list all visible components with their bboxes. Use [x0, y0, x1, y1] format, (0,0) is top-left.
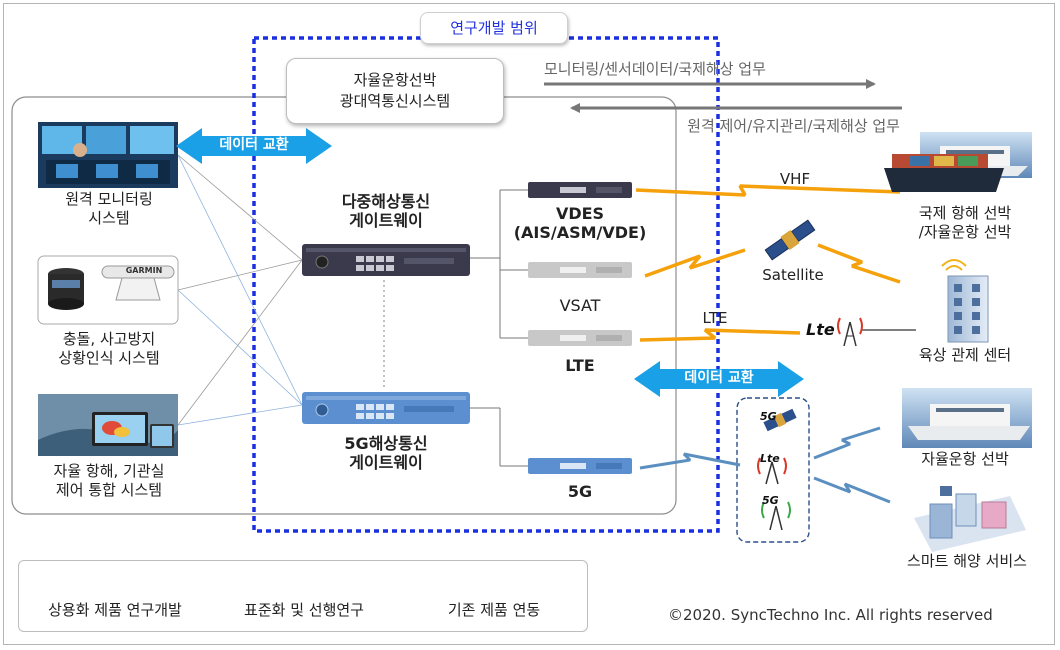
vdes-label: VDES (AIS/ASM/VDE)	[513, 204, 647, 242]
multi-gateway-device	[302, 244, 470, 276]
collision-avoidance-label: 충돌, 사고방지 상황인식 시스템	[58, 330, 160, 367]
intl-ship-label: 국제 항해 선박 /자율운항 선박	[918, 204, 1012, 241]
control-center-label: 육상 관제 센터	[918, 346, 1012, 364]
inbound-flow-label: 원격 제어/유지관리/국제해상 업무	[687, 117, 900, 135]
fiveg-device	[528, 458, 632, 474]
remote-monitoring-image	[38, 122, 178, 188]
data-exchange-arrow-top	[176, 128, 332, 164]
legend-standard: 표준화 및 선행연구	[244, 601, 364, 619]
multi-gateway-label: 다중해상통신 게이트웨이	[341, 192, 431, 230]
fiveg-logo-1: 5G	[760, 410, 777, 423]
left-connections-5g	[177, 154, 303, 426]
vdes-device	[528, 182, 632, 198]
system-title-line2: 광대역통신시스템	[339, 92, 451, 110]
satellite-uplink	[644, 248, 746, 278]
fiveg-logo-2: 5G	[762, 494, 779, 507]
fiveg-tower-icons	[757, 408, 797, 531]
fiveg-gateway-device	[302, 392, 470, 424]
lte-link	[639, 328, 801, 342]
smart-service-label: 스마트 해양 서비스	[907, 552, 1027, 570]
system-title-line1: 자율운항선박	[353, 71, 437, 89]
vhf-label: VHF	[779, 170, 811, 188]
rnd-scope-title: 연구개발 범위	[420, 12, 568, 44]
satellite-label: Satellite	[762, 266, 824, 284]
lte-device-label: LTE	[565, 356, 595, 375]
wireless-links	[635, 184, 901, 342]
lte-tower-icon	[837, 317, 863, 347]
outbound-flow-label: 모니터링/센서데이터/국제해상 업무	[544, 60, 766, 78]
auto-ship-image	[902, 388, 1032, 448]
smart-service-image	[914, 486, 1026, 552]
copyright-text: ©2020. SyncTechno Inc. All rights reserv…	[668, 606, 993, 624]
auto-ship-label: 자율운항 선박	[921, 450, 1009, 468]
data-exchange-label-top: 데이터 교환	[219, 137, 289, 153]
autonomous-navigation-image	[38, 394, 178, 456]
collision-avoidance-image	[37, 255, 179, 325]
vsat-label: VSAT	[559, 296, 601, 315]
vhf-link	[635, 184, 901, 197]
lte-logo-small: Lte	[760, 452, 780, 465]
fiveg-tower-group	[736, 397, 810, 543]
autonomous-navigation-label: 자율 항해, 기관실 제어 통합 시스템	[53, 462, 165, 499]
intl-ship-image	[884, 132, 1032, 192]
fiveg-bracket	[470, 407, 528, 467]
fiveg-waves	[639, 426, 891, 504]
lte-device	[528, 330, 632, 346]
satellite-icon	[764, 219, 816, 261]
data-exchange-arrow-bottom	[634, 361, 804, 397]
lte-link-label: LTE	[702, 309, 728, 327]
remote-monitoring-label: 원격 모니터링 시스템	[65, 190, 153, 227]
fiveg-device-label: 5G	[567, 482, 593, 501]
satellite-downlink	[817, 243, 901, 284]
system-title-box: 자율운항선박 광대역통신시스템	[286, 58, 504, 124]
legend: 상용화 제품 연구개발 표준화 및 선행연구 기존 제품 연동	[18, 560, 588, 632]
garmin-brand-text: GARMIN	[125, 266, 163, 275]
lte-logo: Lte	[806, 320, 835, 339]
diagram-frame	[3, 3, 1055, 645]
rnd-scope-box	[252, 36, 720, 533]
control-center-image	[941, 259, 989, 343]
vsat-device	[528, 262, 632, 278]
legend-commercial: 상용화 제품 연구개발	[48, 601, 182, 619]
left-connections	[177, 154, 303, 426]
data-exchange-label-bottom: 데이터 교환	[684, 370, 754, 386]
fiveg-gateway-label: 5G해상통신 게이트웨이	[344, 434, 428, 472]
legend-existing: 기존 제품 연동	[447, 601, 541, 619]
device-bracket	[470, 189, 528, 339]
